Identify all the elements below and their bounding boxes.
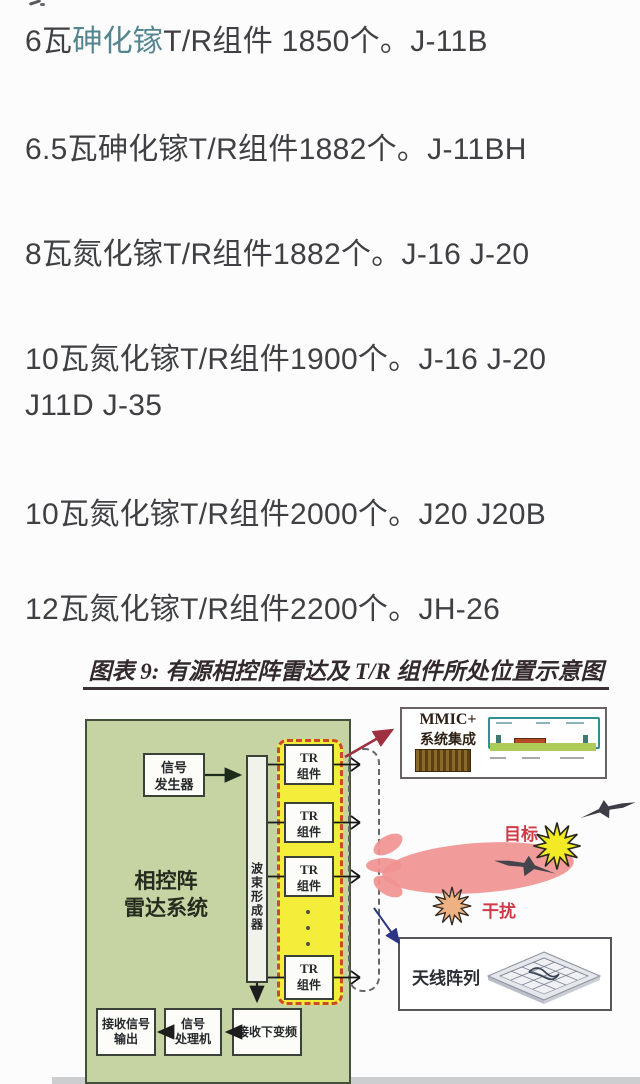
- tr-module-box-4: TR 组件: [284, 955, 334, 1000]
- list-item-10w-2000: 10瓦氮化镓T/R组件2000个。J20 J20B: [25, 498, 547, 531]
- aircraft-icon: [577, 789, 640, 835]
- receive-output-line1: 接收信号: [101, 1017, 150, 1031]
- micro-label-mark: [496, 722, 512, 724]
- signal-generator-line2: 发生器: [154, 777, 194, 792]
- micro-label-mark: [566, 722, 584, 724]
- jamming-burst-icon: [430, 884, 474, 933]
- list-item-6p5w: 6.5瓦砷化镓T/R组件1882个。J-11BH: [25, 133, 527, 166]
- item-rest: T/R组件 1850个。J-11B: [163, 25, 488, 58]
- micro-label-mark: [522, 757, 540, 759]
- figure-caption: 图表 9: 有源相控阵雷达及 T/R 组件所处位置示意图: [88, 659, 604, 684]
- list-item-12w: 12瓦氮化镓T/R组件2200个。JH-26: [25, 593, 501, 626]
- tr-ellipsis-dot: [306, 942, 310, 946]
- mmic-integration-box: MMIC+ 系统集成: [400, 707, 607, 779]
- downconverter-label: 接收下变频: [236, 1024, 297, 1039]
- system-label: 相控阵 雷达系统: [106, 868, 226, 922]
- cutoff-text-fragment: [40, 3, 45, 6]
- system-label-line1: 相控阵: [134, 870, 198, 893]
- downconverter-box: 接收下变频: [232, 1008, 302, 1056]
- tr-module-box-3: TR 组件: [284, 856, 334, 897]
- tr-line1: TR: [299, 862, 319, 877]
- target-burst-icon: [530, 819, 584, 878]
- signal-generator-box: 信号 发生器: [143, 753, 205, 797]
- beamformer-label: 波束形成器: [249, 862, 264, 932]
- jamming-label: 干扰: [482, 902, 516, 921]
- micro-label-mark: [560, 757, 584, 759]
- antenna-array-graphic: [484, 942, 604, 1009]
- list-item-8w: 8瓦氮化镓T/R组件1882个。J-16 J-20: [25, 238, 530, 271]
- mmic-label-line2: 系统集成: [420, 733, 476, 748]
- mmic-label-line1: MMIC+: [419, 711, 477, 728]
- micro-label-mark: [536, 722, 550, 724]
- tr-module-box-1: TR 组件: [284, 744, 334, 785]
- tr-ellipsis-dot: [306, 910, 310, 914]
- caption-underline: [83, 687, 609, 690]
- tr-line1: TR: [299, 808, 319, 823]
- processor-line1: 信号: [180, 1017, 205, 1031]
- radar-diagram: 相控阵 雷达系统 信号 发生器 波束形成器 TR 组件 TR 组件 TR 组件 …: [0, 700, 640, 1084]
- tr-line2: 组件: [296, 767, 321, 781]
- substrate-band: [490, 743, 596, 751]
- aircraft-icon: [489, 846, 558, 892]
- tr-module-box-2: TR 组件: [284, 802, 334, 843]
- signal-processor-box: 信号 处理机: [164, 1008, 222, 1056]
- tr-line1: TR: [299, 961, 319, 976]
- antenna-array-label: 天线阵列: [412, 969, 480, 988]
- tr-line2: 组件: [296, 879, 321, 893]
- list-item-6w: 6瓦砷化镓T/R组件 1850个。J-11B: [25, 19, 603, 65]
- list-item-10w-1900: 10瓦氮化镓T/R组件1900个。J-16 J-20 J11D J-35: [25, 343, 547, 422]
- processor-line2: 处理机: [174, 1032, 211, 1046]
- tr-line2: 组件: [296, 825, 321, 839]
- via-post: [496, 735, 501, 749]
- package-cross-section: [488, 715, 600, 771]
- system-label-line2: 雷达系统: [124, 897, 208, 920]
- micro-label-mark: [490, 757, 506, 759]
- beamformer-bar: 波束形成器: [246, 755, 268, 983]
- tr-ellipsis-dot: [306, 926, 310, 930]
- antenna-array-box: 天线阵列: [398, 937, 612, 1011]
- gallium-arsenide-link[interactable]: 砷化镓: [72, 25, 164, 58]
- signal-generator-line1: 信号: [160, 760, 187, 775]
- target-label: 目标: [504, 825, 538, 844]
- tr-line1: TR: [299, 750, 319, 765]
- receive-output-line2: 输出: [113, 1032, 138, 1046]
- via-post: [583, 735, 588, 749]
- tr-line2: 组件: [296, 978, 321, 992]
- mmic-chip-photo: [415, 749, 471, 772]
- receive-output-box: 接收信号 输出: [96, 1008, 156, 1056]
- item-prefix: 6瓦: [25, 25, 73, 58]
